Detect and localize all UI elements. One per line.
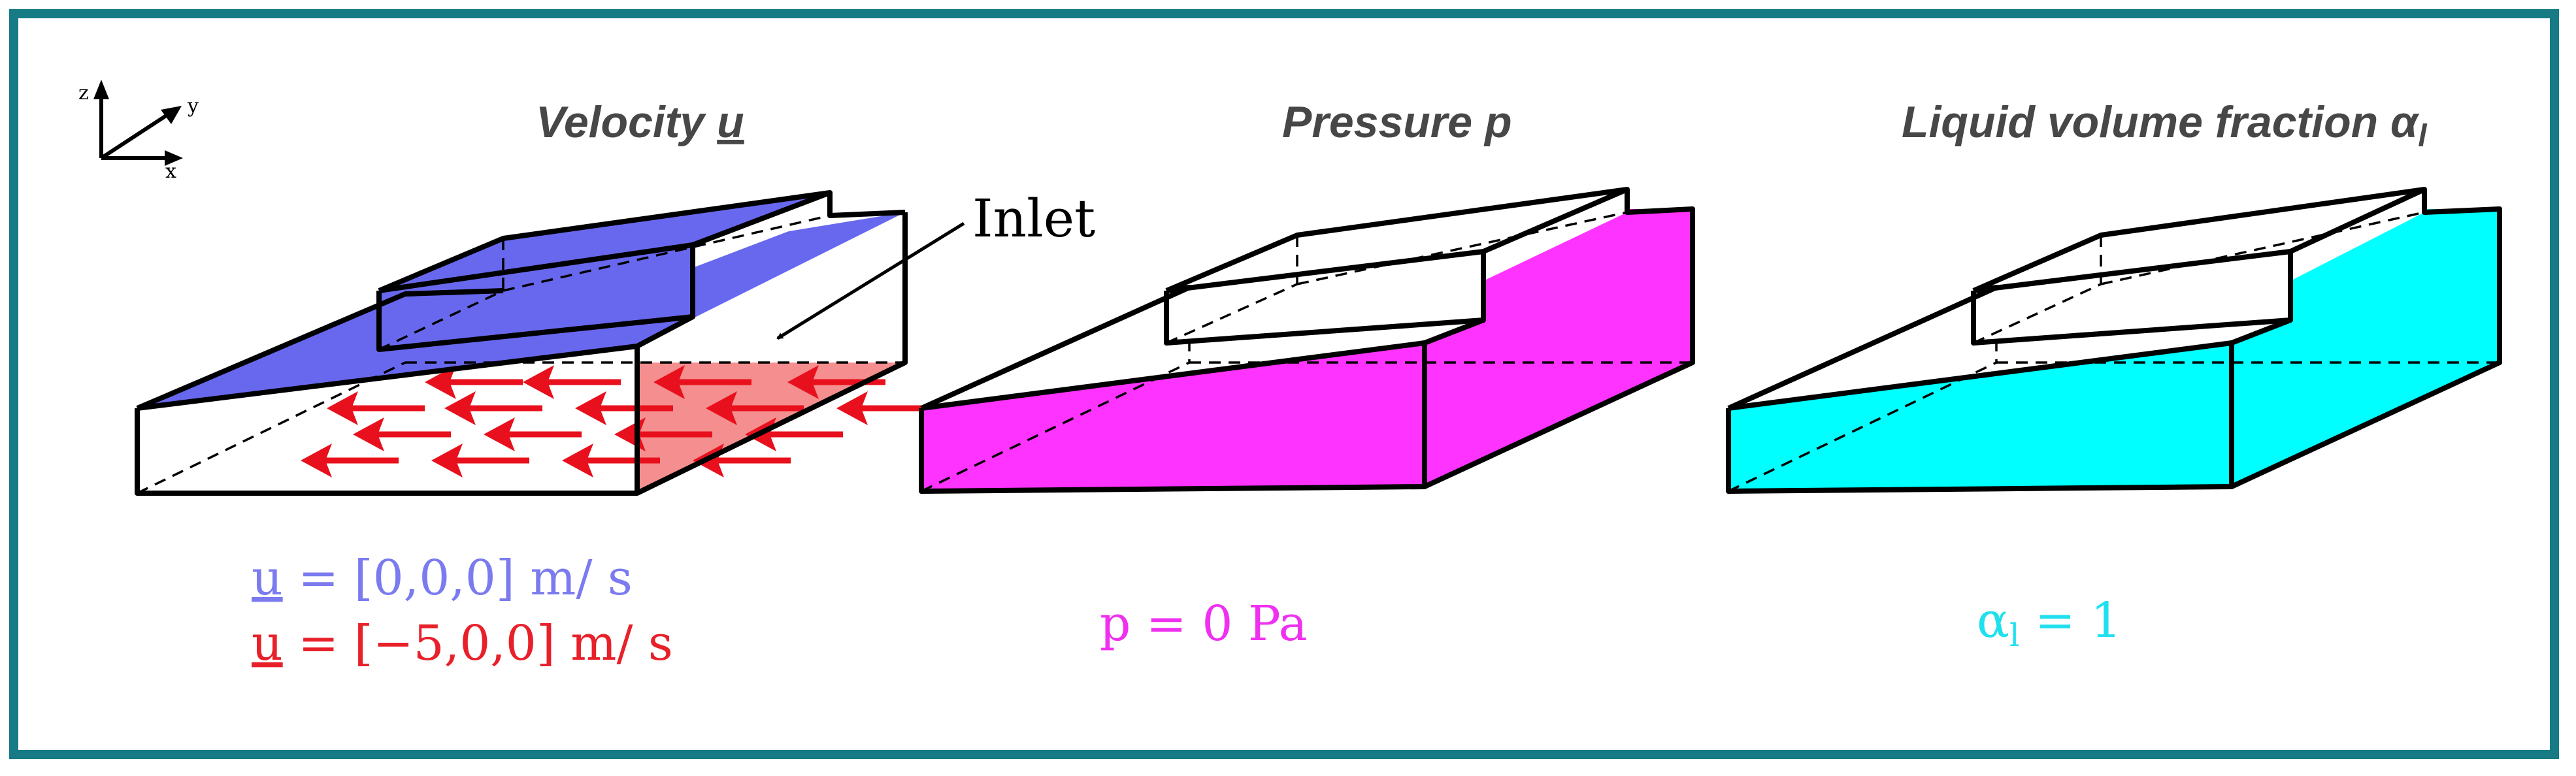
- panel-title-velocity: Velocity u: [536, 97, 744, 147]
- volume-fraction-condition: αl = 1: [1977, 592, 2121, 654]
- velocity-arrow-head: [353, 417, 384, 451]
- panel-title-volume-fraction: Liquid volume fraction αl: [1902, 97, 2428, 154]
- velocity-geometry: [135, 190, 934, 496]
- velocity-arrow-head: [484, 417, 515, 451]
- pressure-geometry: [919, 187, 1695, 494]
- velocity-arrow-head: [653, 365, 685, 399]
- velocity-arrow-head: [444, 391, 476, 425]
- pressure-condition: p = 0 Pa: [1100, 596, 1308, 652]
- volume-fraction-geometry: [1726, 187, 2502, 494]
- velocity-arrow-head: [706, 391, 737, 425]
- inlet-label: Inlet: [972, 188, 1095, 249]
- velocity-arrow-head: [575, 391, 606, 425]
- velocity-arrow-head: [836, 391, 868, 425]
- inlet-velocity-arrows: [301, 365, 934, 477]
- velocity-arrow-head: [431, 444, 463, 477]
- inlet-pointer-arrow: [776, 221, 965, 340]
- velocity-arrow-head: [523, 365, 554, 399]
- velocity-arrow-head: [562, 444, 593, 477]
- velocity-arrow-head: [787, 365, 819, 399]
- velocity-arrow-head: [327, 391, 358, 425]
- velocity-arrow-head: [425, 365, 456, 399]
- panel-title-pressure: Pressure p: [1282, 97, 1512, 147]
- axes-triad: z y x: [78, 80, 199, 183]
- axis-z-label: z: [78, 82, 89, 105]
- axis-y-label: y: [187, 95, 199, 118]
- velocity-condition-top: u = [0,0,0] m/ s: [252, 550, 633, 606]
- velocity-condition-bottom: u = [−5,0,0] m/ s: [252, 615, 673, 671]
- velocity-arrow-head: [301, 444, 332, 477]
- axis-x-label: x: [165, 160, 176, 183]
